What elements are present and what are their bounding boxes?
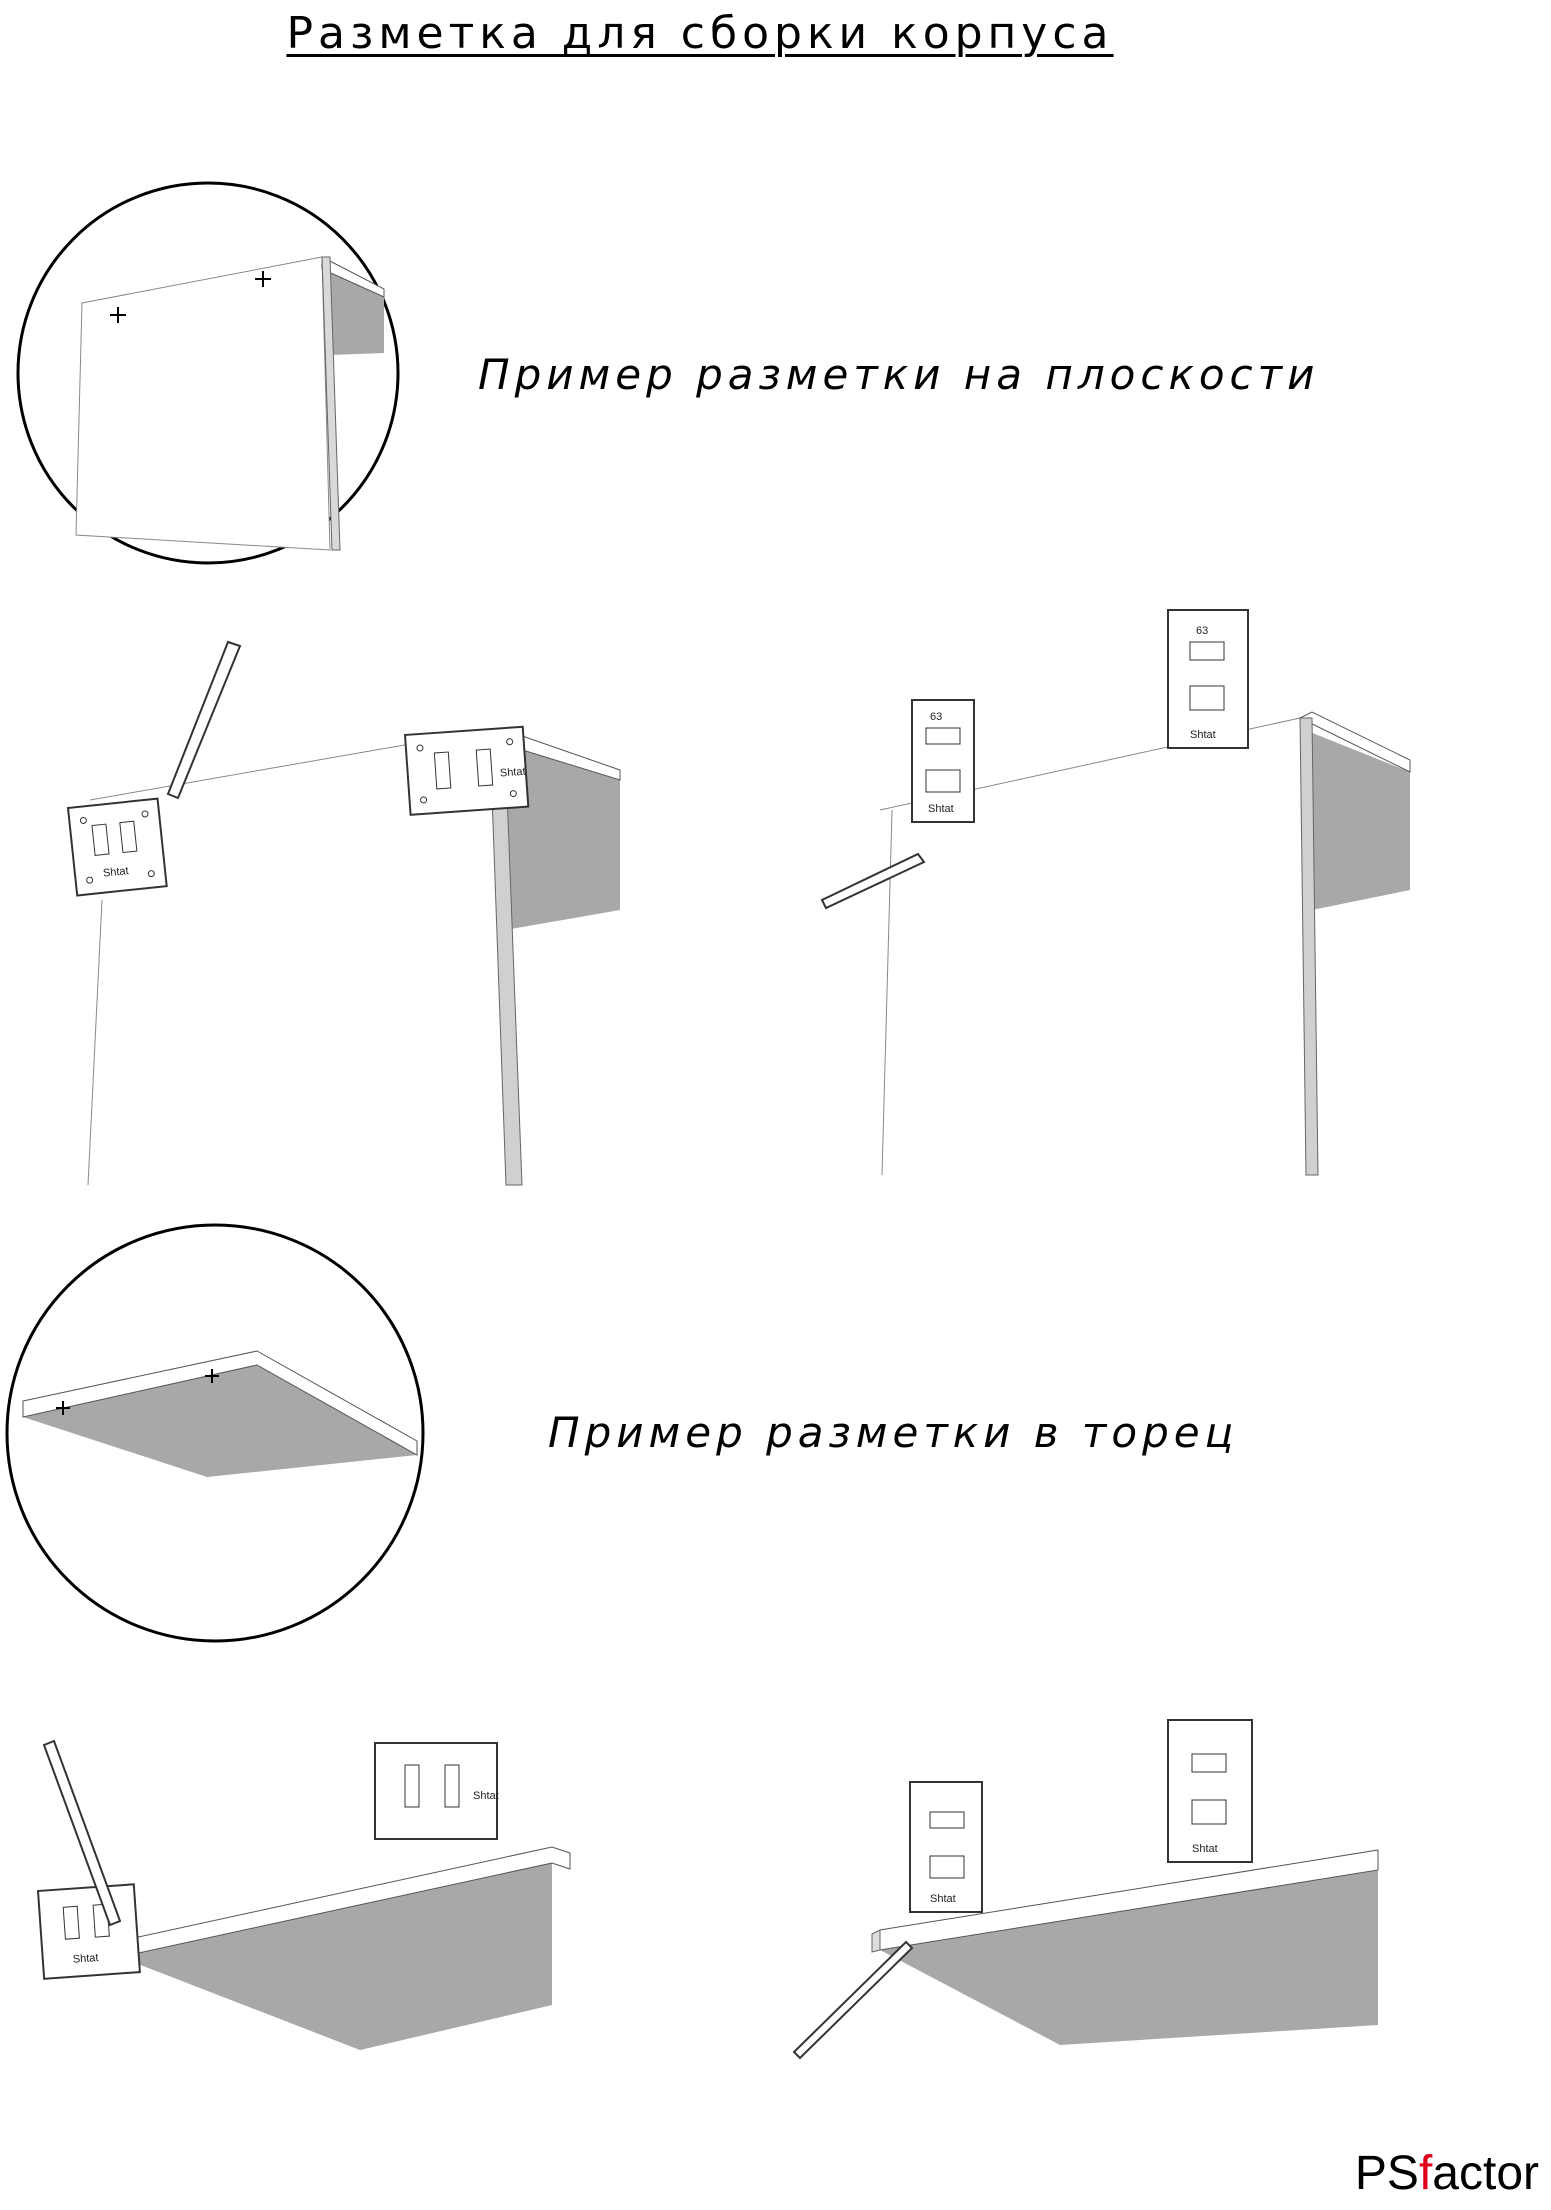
detail-circle-plane bbox=[16, 181, 400, 565]
jig-template: Shtat bbox=[1167, 1719, 1253, 1863]
pencil bbox=[792, 1940, 914, 2060]
jig-template: 63 Shtat bbox=[1167, 609, 1249, 749]
logo-suffix: actor bbox=[1432, 2147, 1539, 2200]
jig-brand: Shtat bbox=[72, 1952, 98, 1966]
page-title: Разметка для сборки корпуса bbox=[286, 8, 1114, 59]
jig-brand: Shtat bbox=[928, 803, 954, 815]
logo-prefix: PS bbox=[1354, 2147, 1419, 2200]
jig-brand: Shtat bbox=[499, 766, 525, 780]
jig-template: 63 Shtat bbox=[911, 699, 975, 823]
pencil bbox=[42, 1739, 122, 1927]
mark-cross bbox=[110, 307, 126, 323]
jig-template: Shtat bbox=[36, 1883, 141, 1980]
illustration-plane-right: 63 Shtat 63 Shtat bbox=[820, 609, 1411, 1176]
jig-brand: Shtat bbox=[102, 865, 129, 880]
jig-template: Shtat bbox=[374, 1742, 499, 1840]
jig-brand: Shtat bbox=[930, 1893, 956, 1905]
detail-circle-edge bbox=[5, 1223, 425, 1643]
jig-number: 63 bbox=[930, 711, 942, 723]
jig-template: Shtat bbox=[909, 1781, 983, 1913]
brand-logo: PSfactor bbox=[1355, 2146, 1539, 2201]
jig-brand: Shtat bbox=[473, 1790, 499, 1802]
jig-template: Shtat bbox=[66, 797, 168, 897]
pencil bbox=[820, 852, 926, 910]
jig-template: Shtat bbox=[403, 725, 530, 816]
jig-number: 63 bbox=[1196, 625, 1208, 637]
pencil bbox=[166, 640, 242, 800]
jig-brand: Shtat bbox=[1190, 729, 1216, 741]
caption-plane: Пример разметки на плоскости bbox=[478, 350, 1320, 399]
logo-accent: f bbox=[1418, 2147, 1433, 2200]
mark-cross bbox=[205, 1369, 219, 1383]
mark-cross bbox=[255, 271, 271, 287]
illustration-edge-left: Shtat Shtat bbox=[36, 1739, 571, 2050]
jig-brand: Shtat bbox=[1192, 1843, 1218, 1855]
caption-edge: Пример разметки в торец bbox=[548, 1408, 1239, 1457]
illustration-plane-left: Shtat Shtat bbox=[66, 640, 621, 1186]
mark-cross bbox=[56, 1401, 70, 1415]
illustration-edge-right: Shtat Shtat bbox=[792, 1719, 1379, 2060]
